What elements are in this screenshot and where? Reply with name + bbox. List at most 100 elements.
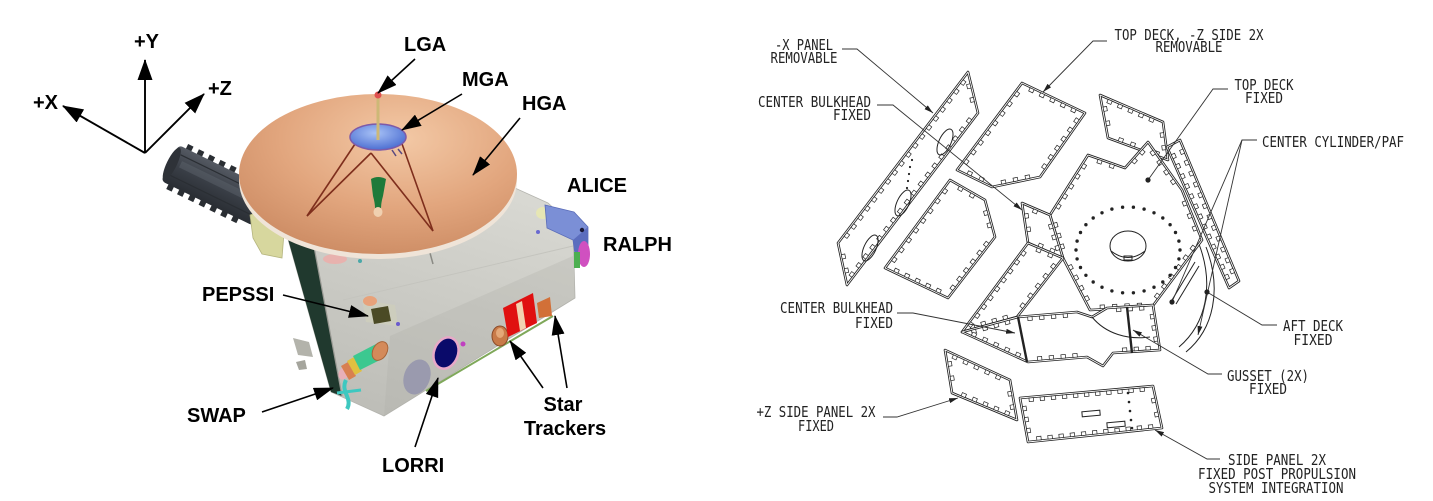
fastener-tab [903,272,911,279]
callout-line: CENTER BULKHEAD [780,299,893,317]
fastener-tab [912,227,920,234]
callout-line: FIXED [1245,89,1283,107]
panel-edge-gap [884,179,996,299]
leader-dot [1145,177,1151,183]
fastener-tab [1047,434,1053,440]
fastener-tab [1210,224,1217,231]
leader-minus-x-panel [842,48,934,114]
fastener-tab [1072,353,1078,358]
panel-edge-gap [944,349,1018,421]
alice-aperture [579,227,585,233]
callout-top-deck: TOP DECK FIXED [1235,76,1294,107]
fastener-tab [1054,244,1061,252]
fastener-tab [981,336,989,343]
fastener-tab [1149,149,1156,157]
bolt-hole [1074,248,1078,252]
fastener-tab [1050,262,1057,270]
fastener-tab [1116,307,1122,313]
fastener-tab [1224,257,1231,264]
body-fixture [429,252,434,265]
fastener-tab [1139,149,1146,156]
gusset-plate-edge [1175,265,1200,305]
fastener-tab [1150,397,1157,404]
leader-center-bulkhead-upper [877,104,1023,211]
fastener-tab [968,192,976,199]
fastener-tab [1007,267,1014,275]
callout-line: SYSTEM INTEGRATION [1209,479,1344,497]
panel-edge-gap [1049,141,1203,311]
fastener-tab [898,160,905,167]
fastener-tab [1055,203,1062,210]
fastener-tabs [963,87,1080,185]
bolt-hole [1084,223,1088,227]
fastener-tab [1034,282,1042,290]
fastener-tab [1179,148,1186,155]
ralph-radiator [574,252,580,268]
fastener-tab [1139,305,1145,311]
rtg-highlight [178,161,256,204]
fastener-tab [1083,392,1090,397]
fastener-tab [1131,157,1138,165]
callout-line: FIXED [798,417,834,435]
z-axis-label: +Z [208,78,232,100]
callout-line: SIDE PANEL 2X [1228,451,1326,469]
callout-minus-x-panel: -X PANEL REMOVABLE [771,36,838,67]
bolt-hole [1152,285,1156,289]
pepssi-instrument [362,296,400,326]
panel-edge-gap [1166,139,1240,289]
mounting-bracket [296,360,307,370]
fastener-tab [1145,345,1151,351]
fastener-tab [1024,174,1031,180]
swap-ribbon [336,388,362,395]
mga-label: MGA [462,69,509,91]
fastener-tab [1036,356,1043,361]
structure-callout-labels: -X PANEL REMOVABLE CENTER BULKHEAD FIXED… [757,26,1405,497]
spacecraft-external-view: +X +Y +Z LGA MGA HGA ALICE RALPH PEPSSI … [33,31,672,477]
fastener-tab [1004,319,1011,326]
star-trackers-label-line: Star [544,394,583,416]
bolt-hole [1152,211,1156,215]
panel-cutout [894,189,912,217]
star-tracker-arrow [551,315,568,389]
panel-hole [908,165,912,169]
side-panel-edge [311,235,343,397]
fastener-tab [914,277,921,284]
fastener-tab [984,129,992,137]
callout-arrows [261,58,568,448]
fastener-tab [1050,314,1057,319]
fastener-tab [1169,178,1177,186]
fastener-tab [1106,390,1112,395]
fastener-tabs [947,354,1015,417]
fastener-tab [1004,410,1011,417]
star-trackers [491,293,552,347]
swap-aperture-ring [371,341,389,361]
bolt-hole [1075,257,1079,261]
fastener-tab [1099,304,1105,310]
side-panel-holes [1126,391,1134,430]
swap-label: SWAP [187,405,246,427]
fastener-tab [843,232,851,239]
fastener-tab [893,267,900,274]
fastener-tab [1189,244,1197,252]
bolt-hole [1084,273,1088,277]
fastener-tab [1024,416,1030,423]
minus-x-panel-holes [905,158,914,190]
fastener-tab [1184,183,1191,190]
fastener-tab [1117,389,1123,394]
fastener-tab [1050,395,1057,400]
panel-edge-gap [1019,385,1163,443]
callout-leaders [842,40,1277,460]
fastener-tab [1073,117,1080,124]
cylinder-opening-inner-edge [1110,250,1146,258]
bolt-hole [1131,205,1136,209]
fastener-tab [1066,126,1074,134]
fastener-tab [931,162,938,170]
fastener-tab [1058,433,1064,439]
star-tracker-arrow [509,340,544,389]
panel-cutout [936,128,954,156]
fastener-tab [1191,225,1198,232]
bolt-hole [1100,285,1104,289]
bolt-hole [1091,216,1095,220]
fastener-tab [1220,246,1226,253]
fastener-tab [960,392,967,399]
